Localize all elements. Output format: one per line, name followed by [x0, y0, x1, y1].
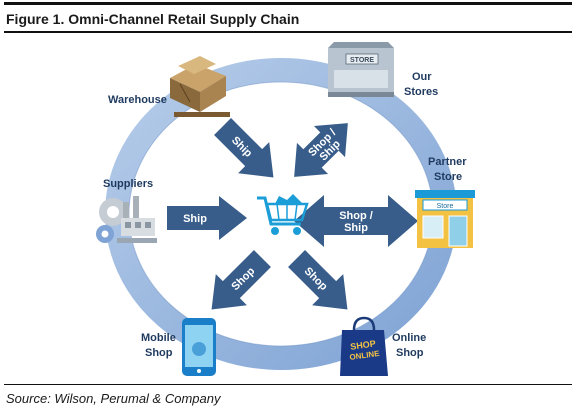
mobile-shop-label-line2: Shop [145, 347, 173, 359]
top-rule [4, 2, 572, 5]
arrow-cart-to-mobile: Shop [211, 250, 271, 310]
arrow-warehouse-to-cart: Ship [214, 118, 274, 178]
suppliers-label: Suppliers [103, 178, 153, 190]
partner-store-label-line2: Store [434, 171, 462, 183]
arrow-cart-to-online: Shop [288, 250, 348, 310]
arrow-cart-partner-store: Shop / Ship [294, 195, 418, 247]
arrow-label-line2: Ship [344, 222, 368, 234]
warehouse-label: Warehouse [108, 94, 167, 106]
figure-title: Figure 1. Omni-Channel Retail Supply Cha… [6, 11, 300, 27]
shop-online-line1: SHOP [350, 338, 377, 351]
arrow-label: Ship [183, 213, 207, 225]
our-stores-label-line2: Stores [404, 86, 438, 98]
arrow-cart-our-stores: Shop / Ship [294, 123, 348, 177]
factory-gears-icon [96, 196, 157, 243]
store-sign-text: STORE [350, 57, 374, 64]
smartphone-icon [182, 318, 216, 376]
partner-sign-text: Store [437, 203, 454, 210]
title-rule [4, 31, 572, 33]
warehouse-boxes-icon [170, 56, 230, 117]
shopping-cart-icon [257, 194, 309, 235]
arrow-suppliers-to-cart: Ship [167, 196, 247, 240]
mobile-shop-label-line1: Mobile [141, 332, 176, 344]
shop-online-line2: ONLINE [349, 349, 381, 362]
source-rule [4, 384, 572, 385]
online-shop-label-line1: Online [392, 332, 426, 344]
shopping-bag-icon: SHOP ONLINE [340, 316, 388, 376]
partner-store-label-line1: Partner [428, 156, 467, 168]
online-shop-label-line2: Shop [396, 347, 424, 359]
source-note: Source: Wilson, Perumal & Company [6, 391, 221, 406]
our-stores-label-line1: Our [412, 71, 432, 83]
arrow-label-line1: Shop / [339, 210, 373, 222]
store-building-icon: STORE [328, 42, 394, 97]
partner-storefront-icon: Store [415, 190, 475, 248]
